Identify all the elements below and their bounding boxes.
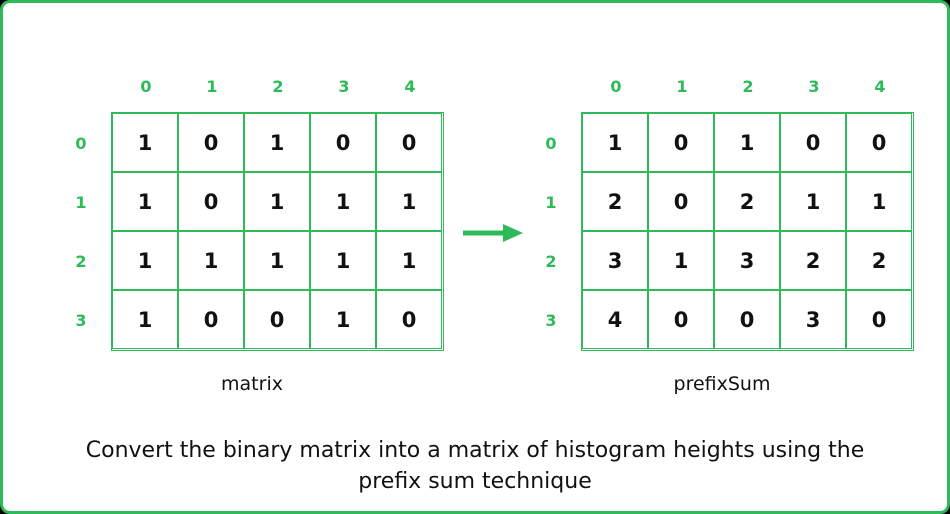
matrix-cell: 0 <box>310 113 376 172</box>
matrix-cell: 0 <box>376 290 442 349</box>
matrix-cell: 1 <box>244 231 310 290</box>
col-index: 0 <box>140 77 152 96</box>
matrix-cell: 0 <box>178 290 244 349</box>
matrix-cell: 0 <box>178 172 244 231</box>
col-index: 1 <box>676 77 688 96</box>
prefix-sum-cell: 2 <box>714 172 780 231</box>
col-index: 0 <box>610 77 622 96</box>
row-index: 0 <box>75 134 87 153</box>
matrix-cell: 1 <box>310 231 376 290</box>
prefix-sum-cell: 1 <box>648 231 714 290</box>
row-index: 3 <box>545 311 557 330</box>
matrix-cell: 1 <box>112 290 178 349</box>
matrix-label: matrix <box>221 373 283 395</box>
row-index: 2 <box>545 252 557 271</box>
row-index: 3 <box>75 311 87 330</box>
prefix-sum-cell: 0 <box>846 113 912 172</box>
row-index: 2 <box>75 252 87 271</box>
prefix-sum-cell: 1 <box>714 113 780 172</box>
caption-line-1: Convert the binary matrix into a matrix … <box>85 438 865 463</box>
matrix-cell: 1 <box>112 113 178 172</box>
prefix-sum-cell: 3 <box>780 290 846 349</box>
prefix-sum-cell: 3 <box>714 231 780 290</box>
matrix-grid: 1 0 1 0 0 1 0 1 1 1 1 1 1 1 1 1 0 0 1 0 <box>111 112 444 351</box>
matrix-cell: 1 <box>310 290 376 349</box>
caption-line-2: prefix sum technique <box>358 469 592 494</box>
matrix-cell: 0 <box>178 113 244 172</box>
row-index: 0 <box>545 134 557 153</box>
right-arrow-icon <box>463 224 523 242</box>
prefix-sum-cell: 0 <box>846 290 912 349</box>
prefix-sum-cell: 1 <box>846 172 912 231</box>
caption: Convert the binary matrix into a matrix … <box>3 435 947 497</box>
prefix-sum-cell: 0 <box>780 113 846 172</box>
matrix-cell: 1 <box>244 172 310 231</box>
prefix-sum-cell: 1 <box>582 113 648 172</box>
prefix-sum-cell: 2 <box>780 231 846 290</box>
matrix-cell: 1 <box>376 172 442 231</box>
matrix-cell: 1 <box>112 172 178 231</box>
col-index: 4 <box>874 77 886 96</box>
col-index: 2 <box>742 77 754 96</box>
prefix-sum-cell: 1 <box>780 172 846 231</box>
col-index: 3 <box>808 77 820 96</box>
prefix-sum-cell: 2 <box>582 172 648 231</box>
col-index: 1 <box>206 77 218 96</box>
row-index: 1 <box>75 193 87 212</box>
prefix-sum-cell: 0 <box>648 113 714 172</box>
matrix-cell: 0 <box>244 290 310 349</box>
prefix-sum-label: prefixSum <box>673 373 771 395</box>
matrix-cell: 1 <box>178 231 244 290</box>
matrix-cell: 1 <box>112 231 178 290</box>
prefix-sum-cell: 0 <box>648 172 714 231</box>
row-index: 1 <box>545 193 557 212</box>
prefix-sum-cell: 4 <box>582 290 648 349</box>
prefix-sum-cell: 0 <box>714 290 780 349</box>
prefix-sum-cell: 3 <box>582 231 648 290</box>
prefix-sum-cell: 2 <box>846 231 912 290</box>
matrix-cell: 1 <box>244 113 310 172</box>
col-index: 3 <box>338 77 350 96</box>
matrix-cell: 1 <box>310 172 376 231</box>
prefix-sum-grid: 1 0 1 0 0 2 0 2 1 1 3 1 3 2 2 4 0 0 3 0 <box>581 112 914 351</box>
matrix-cell: 0 <box>376 113 442 172</box>
col-index: 2 <box>272 77 284 96</box>
col-index: 4 <box>404 77 416 96</box>
prefix-sum-cell: 0 <box>648 290 714 349</box>
matrix-cell: 1 <box>376 231 442 290</box>
